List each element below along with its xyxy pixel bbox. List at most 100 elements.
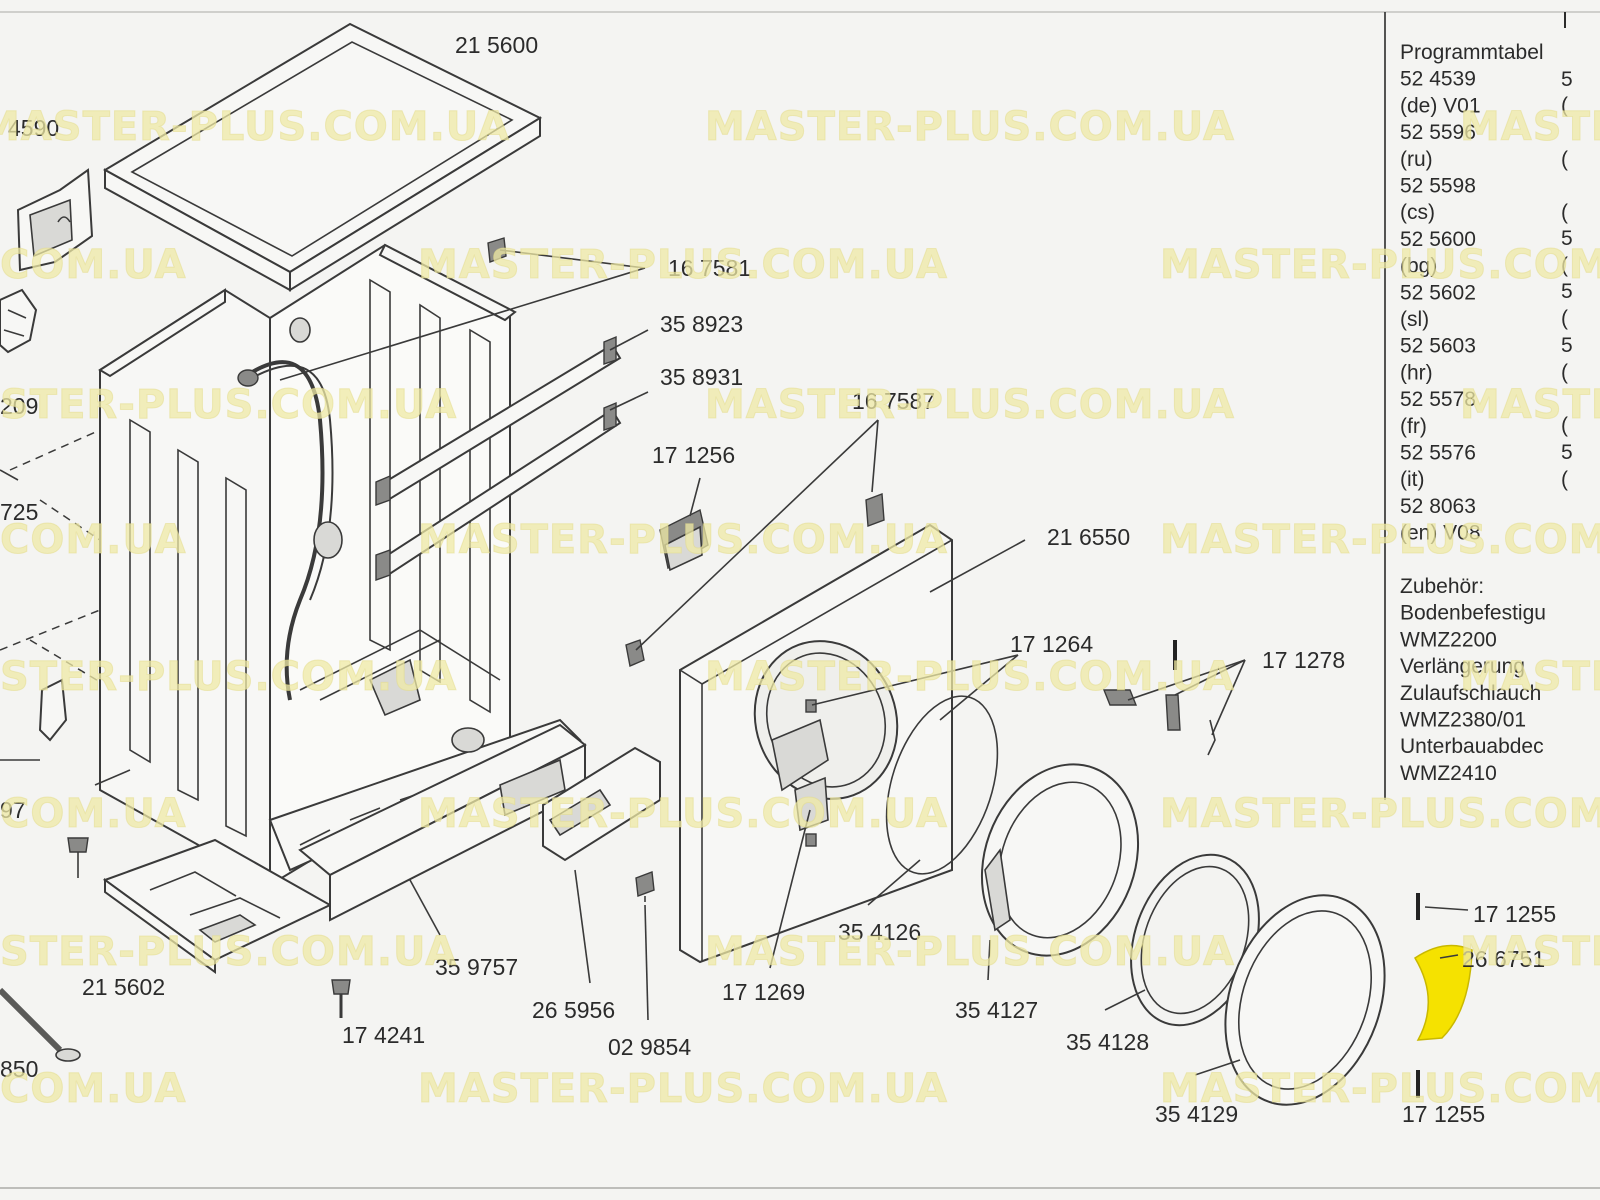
svg-text:(: ( [1561,254,1568,277]
legend-line: Unterbauabdec [1400,735,1544,758]
svg-text:5: 5 [1561,280,1573,303]
watermark-text: MASTER-PLUS.COM.UA [705,382,1235,428]
svg-text:(: ( [1561,148,1568,171]
label-26-5956: 26 5956 [532,997,615,1023]
watermark-text: MASTER-PLUS.COM.UA [705,104,1235,150]
label-21-5602: 21 5602 [82,974,165,1000]
watermark-text: STER-PLUS.COM.UA [0,382,457,428]
watermark-text: MASTER-PLUS.COM.UA [418,791,948,837]
legend-line: 52 5576 [1400,442,1476,465]
label-26-6751: 26 6751 [1462,946,1545,972]
legend-line: 52 5598 [1400,175,1476,198]
base-tray-part [102,838,333,974]
part-number-labels: 21 5600 4590 16 7581 35 8923 35 8931 16 … [0,32,1556,1127]
legend-line: Bodenbefestigu [1400,602,1546,625]
watermark-text: MASTE [1460,382,1600,428]
watermark-text: MASTER-PLUS.COM.UA [705,654,1235,700]
door-handle-highlighted-part [1413,944,1473,1041]
svg-text:(: ( [1561,201,1568,224]
legend-line: Verlängerung [1400,655,1525,678]
svg-text:5: 5 [1561,68,1573,91]
watermark-text: COM.UA [0,242,187,288]
watermark-text: MASTER-PLUS.COM.UA [418,517,948,563]
legend-line: Programmtabel [1400,41,1544,64]
svg-text:(: ( [1561,94,1568,117]
legend-panel: Programmtabel 52 4539 (de) V01 52 5596 (ru) 5… [1384,12,1573,800]
legend-line: 52 5578 [1400,388,1476,411]
label-35-4126: 35 4126 [838,919,921,945]
left-edge-parts [0,168,131,1062]
legend-line: (ru) [1400,148,1433,171]
label-850: 850 [0,1056,38,1082]
watermark-text: COM.UA [0,517,187,563]
label-35-4128: 35 4128 [1066,1029,1149,1055]
control-panel-strip-part [298,723,587,922]
legend-line: (sl) [1400,308,1429,331]
label-35-4127: 35 4127 [955,997,1038,1023]
legend-line: (cs) [1400,201,1435,224]
legend-line: Zubehör: [1400,575,1484,598]
watermark-text: MASTER-PLUS.COM [1160,517,1600,563]
watermark-text: MASTER-PLUS.COM.UA [418,242,948,288]
watermark-text: MASTE [1460,104,1600,150]
label-35-4129: 35 4129 [1155,1101,1238,1127]
label-4590: 4590 [8,115,59,141]
legend-lines: Programmtabel 52 4539 (de) V01 52 5596 (ru) 5… [1400,41,1546,785]
legend-line: WMZ2200 [1400,628,1497,651]
detergent-drawer-part [542,746,661,862]
watermark-text: MASTER-PLUS.COM.UA [705,929,1235,975]
label-35-8931: 35 8931 [660,364,743,390]
label-17-1255-bottom: 17 1255 [1402,1101,1485,1127]
label-16-7587: 16 7587 [852,388,935,414]
legend-line: (en) V08 [1400,522,1481,545]
watermark-text: MASTE [1460,929,1600,975]
label-17-1264: 17 1264 [1010,631,1093,657]
watermark-text: MASTER-PLUS.COM [1160,791,1600,837]
label-21-6550: 21 6550 [1047,524,1130,550]
porthole-seal-part [885,695,999,875]
label-35-9757: 35 9757 [435,954,518,980]
legend-line: 52 5596 [1400,121,1476,144]
watermark-text: COM.UA [0,1066,187,1112]
watermark-text: STER-PLUS.COM.UA [0,654,457,700]
label-16-7581: 16 7581 [668,255,751,281]
legend-line: 52 5602 [1400,281,1476,304]
legend-line: (bg) [1400,255,1437,278]
door-inner-ring-part [980,763,1140,957]
label-35-8923: 35 8923 [660,311,743,337]
watermark-text: MASTER-PLUS.COM [1160,1066,1600,1112]
watermark-text: COM.UA [0,791,187,837]
label-17-1278: 17 1278 [1262,647,1345,673]
label-209: 209 [0,393,38,419]
legend-line: (hr) [1400,361,1433,384]
watermark-text: MASTER-PLUS.COM [1160,242,1600,288]
legend-line: (fr) [1400,415,1427,438]
watermark-text: MASTER-PLUS.COM.UA [0,104,510,150]
legend-line: Zulaufschlauch [1400,682,1541,705]
label-17-1269: 17 1269 [722,979,805,1005]
legend-line: 52 4539 [1400,68,1476,91]
watermark-overlay: MASTER-PLUS.COM.UA MASTER-PLUS.COM.UA MA… [0,104,1600,1113]
door-hinge-parts [1102,640,1216,756]
svg-text:(: ( [1561,414,1568,437]
mounting-rails-part [375,335,622,581]
legend-line: WMZ2410 [1400,762,1497,785]
legend-line: 52 8063 [1400,495,1476,518]
legend-line: 52 5600 [1400,228,1476,251]
svg-text:(: ( [1561,361,1568,384]
legend-line: 52 5603 [1400,335,1476,358]
front-panel-part [679,523,953,964]
legend-line: (de) V01 [1400,94,1481,117]
label-02-9854: 02 9854 [608,1034,691,1060]
top-cover-part [102,22,543,292]
watermark-text: MASTE [1460,654,1600,700]
legend-line: WMZ2380/01 [1400,709,1526,732]
watermark-text: MASTER-PLUS.COM.UA [418,1066,948,1112]
svg-text:(: ( [1561,468,1568,491]
svg-text:(: ( [1561,307,1568,330]
label-17-4241: 17 4241 [342,1022,425,1048]
svg-text:5: 5 [1561,334,1573,357]
legend-line: (it) [1400,468,1425,491]
door-outer-ring-part [1224,894,1386,1106]
